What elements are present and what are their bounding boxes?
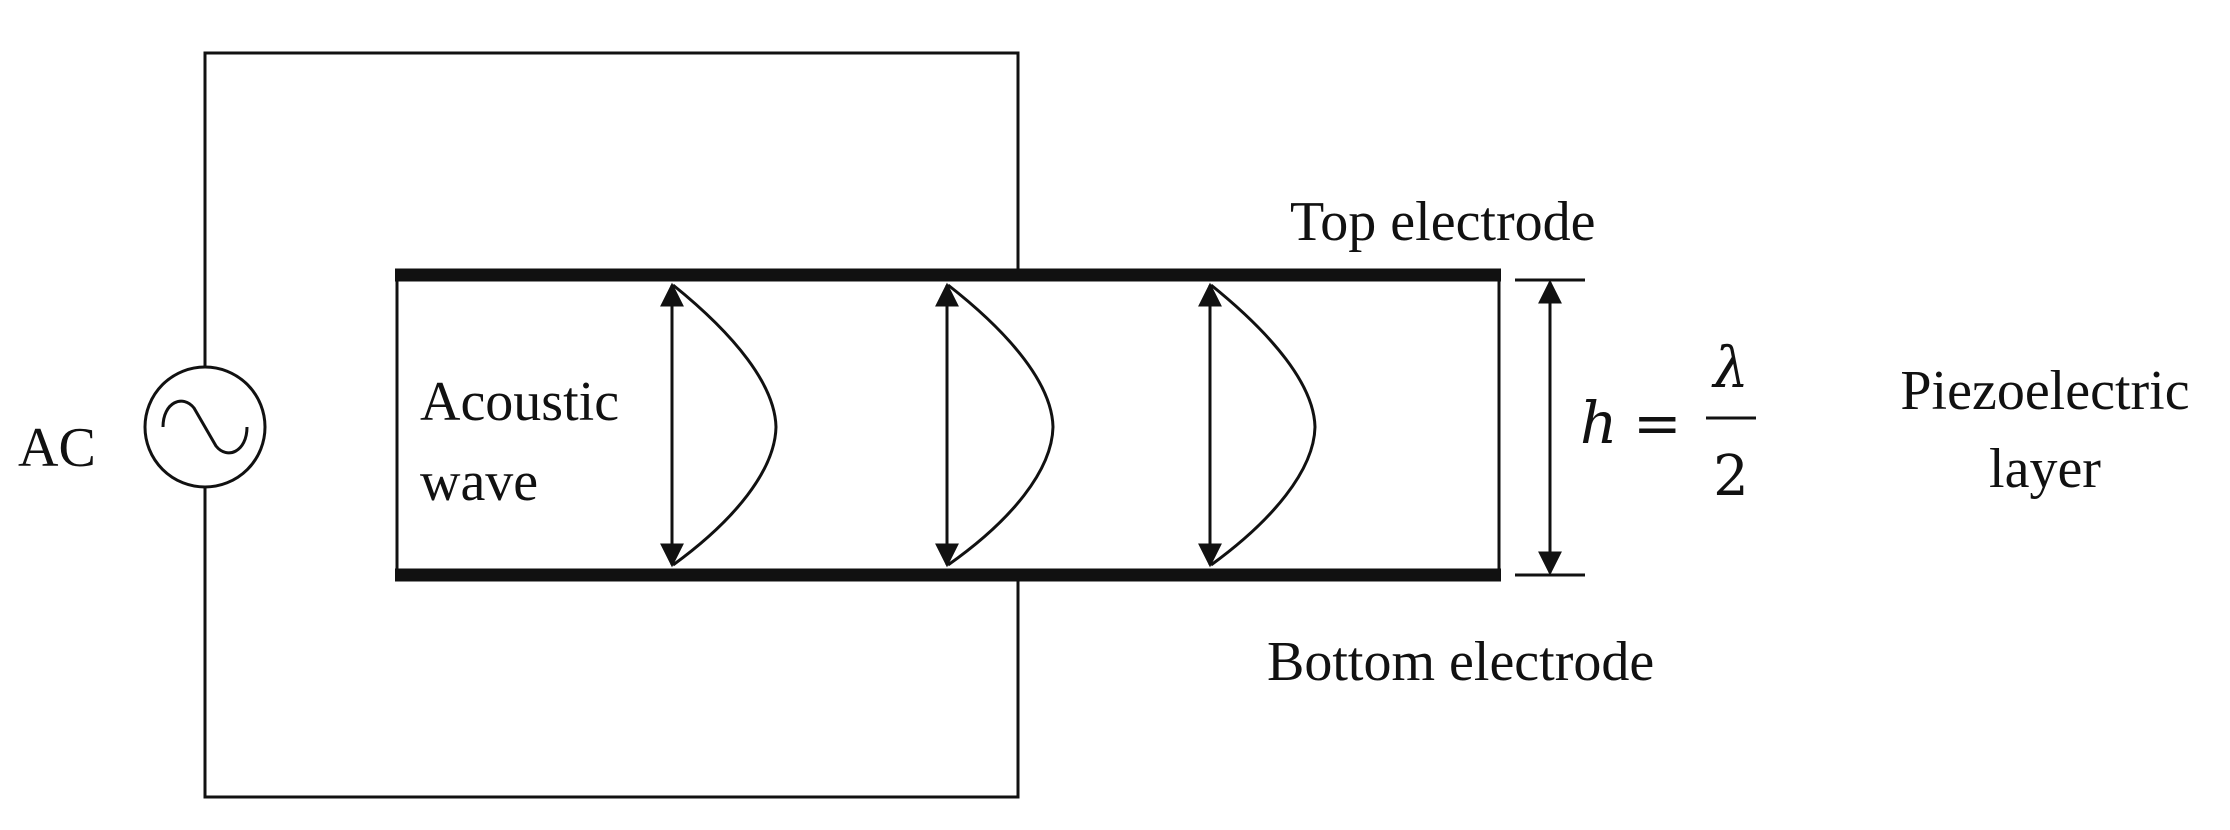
thickness-equation: h = λ 2 [1580,336,1756,509]
top-electrode-label: Top electrode [1290,191,1595,253]
ac-source [143,365,267,489]
piezoelectric-label-line1: Piezoelectric [1900,360,2189,422]
wave-profile-2 [935,282,1055,568]
thickness-dimension [1515,278,1585,577]
equation-equals: = [1633,389,1682,457]
equation-lhs: h [1580,389,1617,457]
wave-curve-1 [672,283,778,567]
wire-top [203,51,1020,367]
wave-profile-1 [660,282,778,568]
circuit-wires [203,51,1020,799]
acoustic-wave-label-line1: Acoustic [420,371,619,433]
wave-curve-2 [947,283,1055,567]
acoustic-wave-profiles [660,282,1317,568]
wire-bottom [203,487,1020,799]
wave-profile-3 [1198,282,1317,568]
wave-curve-3 [1210,283,1317,567]
piezoelectric-label-line2: layer [1989,438,2101,500]
equation-denominator: 2 [1713,444,1749,509]
bottom-electrode-label: Bottom electrode [1267,631,1654,693]
sine-wave-icon [161,399,249,455]
acoustic-wave-label-line2: wave [420,451,538,513]
equation-numerator: λ [1711,336,1749,401]
ac-label: AC [18,417,96,479]
